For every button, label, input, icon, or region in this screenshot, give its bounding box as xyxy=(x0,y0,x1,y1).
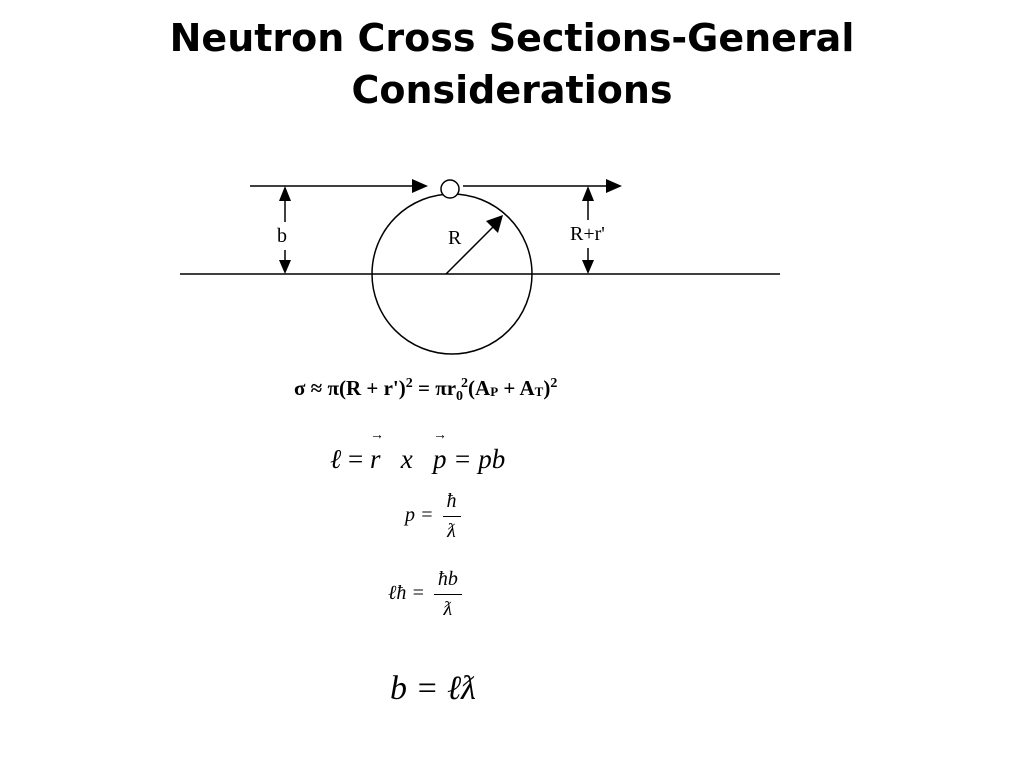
eq-lhbar-fraction: ħb ƛ xyxy=(433,568,462,621)
eq-sigma-subT: T xyxy=(534,384,544,399)
equation-angular-momentum: ℓ = →r x →p = pb xyxy=(330,428,506,475)
eq-angmom-r: r xyxy=(369,444,381,474)
eq-angmom-p: p xyxy=(432,444,447,474)
label-R-plus-r-prime: R+r' xyxy=(570,223,605,245)
slide-title: Neutron Cross Sections-General Considera… xyxy=(0,12,1024,116)
eq-angmom-rhs: = pb xyxy=(446,444,506,474)
label-impact-parameter-b: b xyxy=(277,225,287,247)
eq-lhbar-lhs: ℓħ = xyxy=(388,582,425,605)
b-arrowhead-down xyxy=(279,260,291,274)
eq-momentum-lhs: p = xyxy=(405,504,434,527)
eq-lhbar-denominator: ƛ xyxy=(443,598,453,620)
eq-angmom-equals: = xyxy=(341,444,370,474)
eq-sigma-mid: = πr xyxy=(412,376,457,400)
eq-sigma-subP: P xyxy=(490,384,499,399)
slide-title-line1: Neutron Cross Sections-General xyxy=(169,16,855,60)
eq-angmom-l: ℓ xyxy=(330,444,342,474)
eq-sigma-exp3: 2 xyxy=(550,376,558,391)
equation-cross-section: σ ≈ π(R + r')2 = πr02(AP + AT)2 xyxy=(294,376,557,405)
radius-arrowhead xyxy=(486,215,503,233)
eq-sigma-paren-open: (A xyxy=(468,376,491,400)
b-arrowhead-up xyxy=(279,186,291,201)
eq-momentum-denominator: ƛ xyxy=(447,520,456,542)
eq-angmom-x: x xyxy=(400,444,413,474)
outgoing-arrowhead xyxy=(606,179,622,193)
eq-sigma-plus: + A xyxy=(498,376,535,400)
radius-arrow-line xyxy=(445,225,495,275)
eq-angmom-vector-p: →p xyxy=(432,428,447,474)
eq-sigma-exp1: 2 xyxy=(405,376,413,391)
equation-impact-parameter: b = ℓƛ xyxy=(390,670,476,707)
eq-sigma-sub0: 0 xyxy=(456,389,464,405)
eq-momentum-numerator: ħ xyxy=(442,490,461,517)
label-radius-R: R xyxy=(448,227,462,249)
equation-l-hbar: ℓħ = ħb ƛ xyxy=(388,568,462,621)
eq-angmom-vector-r: →r xyxy=(369,428,384,474)
eq-sigma-exp2: 2 xyxy=(461,376,469,391)
incoming-arrowhead xyxy=(412,179,428,193)
eq-lhbar-numerator: ħb xyxy=(433,568,462,595)
eq-sigma-paren-close: ) xyxy=(543,376,551,400)
rr-arrowhead-up xyxy=(582,186,594,201)
rr-arrowhead-down xyxy=(582,260,594,274)
slide-title-line2: Considerations xyxy=(351,68,673,112)
projectile-circle xyxy=(440,179,460,199)
eq-sigma-lhs: σ ≈ π(R + r') xyxy=(294,376,406,400)
